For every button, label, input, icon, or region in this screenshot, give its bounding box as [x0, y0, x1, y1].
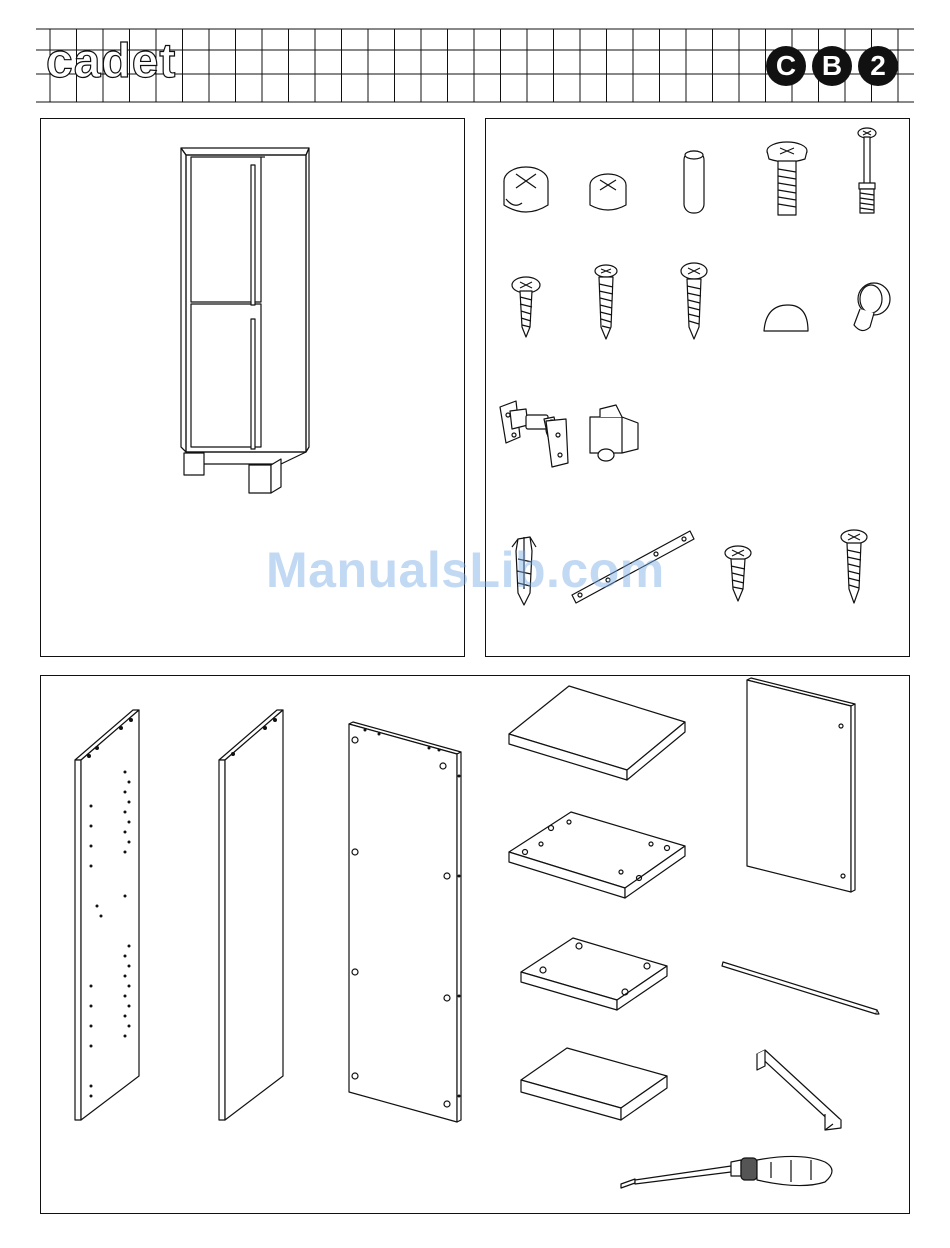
watermark-text: ManualsLib.com: [266, 541, 665, 599]
bumper-pad-icon: [764, 305, 808, 331]
door-panel-icon: [747, 678, 855, 892]
knob-icon: [854, 283, 890, 331]
fixed-shelf-icon: [509, 812, 685, 898]
logo-letter-c: C: [766, 46, 806, 86]
rod-icon: [722, 962, 879, 1014]
hinge-icon: [500, 401, 568, 467]
logo-letter-b: B: [812, 46, 852, 86]
large-cam-lock-icon: [504, 167, 548, 212]
small-screw-icon: [725, 546, 751, 601]
back-panel-icon: [349, 722, 461, 1122]
small-cam-lock-icon: [590, 174, 626, 210]
machine-bolt-icon: [767, 142, 807, 215]
short-wood-screw-icon: [512, 277, 540, 337]
adjustable-shelf-icon: [521, 1048, 667, 1120]
wood-dowel-icon: [684, 151, 704, 213]
long-wood-screw-icon: [681, 263, 707, 339]
brand-title: cadet: [46, 38, 176, 86]
handle-icon: [757, 1050, 841, 1130]
cam-bolt-icon: [858, 128, 876, 213]
top-panel-icon: [509, 686, 685, 780]
shelf-support-icon: [590, 405, 638, 461]
medium-wood-screw-icon: [595, 265, 617, 339]
bottom-panel-icon: [521, 938, 667, 1010]
brand-logo: C B 2: [766, 46, 898, 86]
panel-parts-illustrations: [41, 676, 909, 1213]
side-panel-left-icon: [75, 710, 139, 1120]
logo-digit-2: 2: [858, 46, 898, 86]
screwdriver-icon: [621, 1156, 832, 1188]
long-screw-icon: [841, 530, 867, 603]
side-panel-right-icon: [219, 710, 283, 1120]
parts-panel: [40, 675, 910, 1214]
header: cadet C B 2: [0, 0, 950, 112]
